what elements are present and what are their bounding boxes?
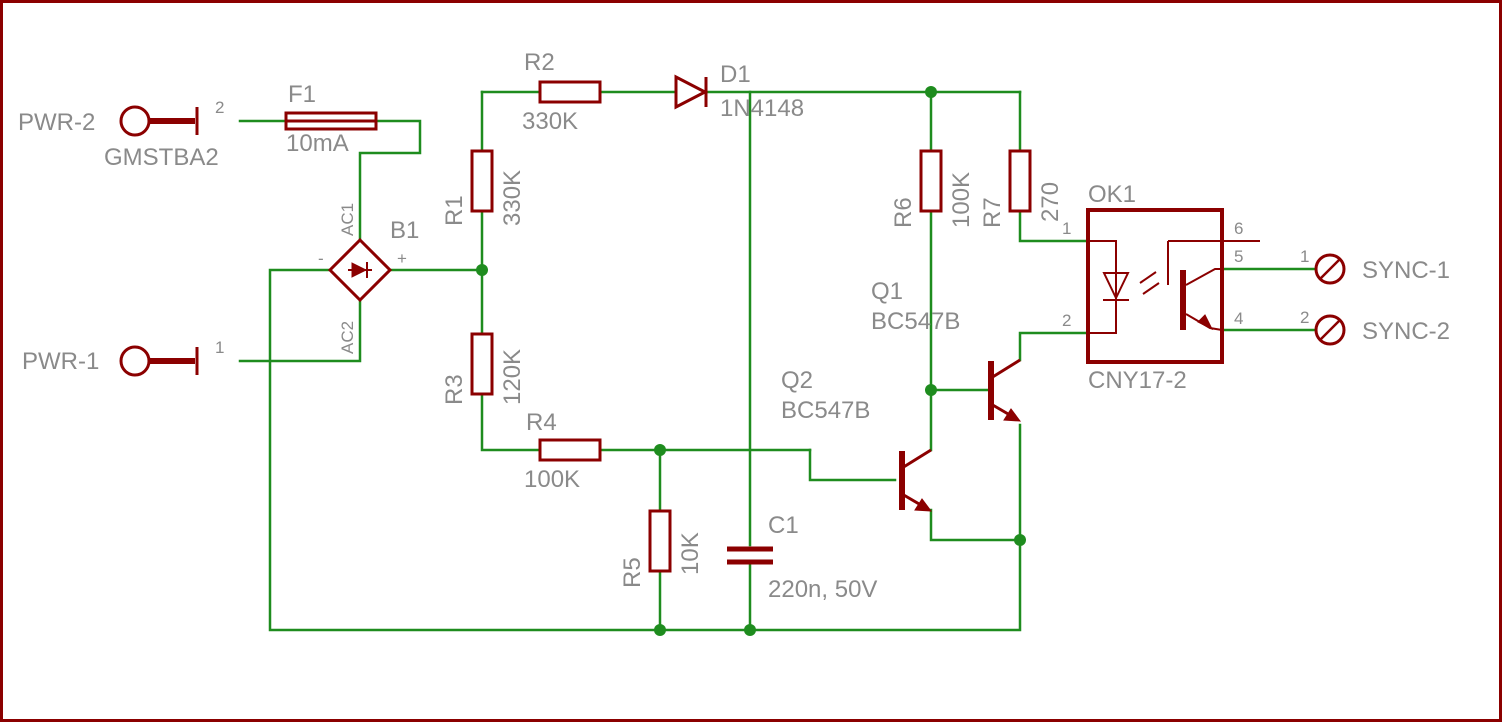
opto-pin-2: 2 xyxy=(1062,311,1071,330)
resistor-r1 xyxy=(470,149,494,213)
q2-name: Q2 xyxy=(781,367,813,394)
pwr2-connector xyxy=(119,105,199,137)
resistor-r3 xyxy=(470,332,494,396)
fuse-f1 xyxy=(284,111,378,131)
opto-pin-6: 6 xyxy=(1234,219,1243,238)
opto-pin-4: 4 xyxy=(1234,309,1243,328)
optocoupler-ok1 xyxy=(1086,208,1260,364)
bridge-ac2: AC2 xyxy=(338,321,357,354)
fuse-name: F1 xyxy=(288,81,316,108)
diode-name: D1 xyxy=(720,61,751,88)
pwr-part-label: GMSTBA2 xyxy=(104,144,219,171)
sync2-label: SYNC-2 xyxy=(1362,318,1450,345)
r1-value: 330K xyxy=(499,170,526,226)
sync1-pin: 1 xyxy=(1300,247,1309,266)
bridge-minus: - xyxy=(318,249,324,268)
bridge-name: B1 xyxy=(390,217,419,244)
pwr1-label: PWR-1 xyxy=(22,348,99,375)
capacitor-c1 xyxy=(727,546,773,565)
opto-value: CNY17-2 xyxy=(1088,367,1187,394)
opto-pin-5: 5 xyxy=(1234,247,1243,266)
diode-value: 1N4148 xyxy=(720,95,804,122)
resistor-r5 xyxy=(648,509,672,573)
junction-dots xyxy=(476,86,1026,636)
q1-name: Q1 xyxy=(871,278,903,305)
r2-name: R2 xyxy=(524,49,555,76)
capacitor-name: C1 xyxy=(768,512,799,539)
sync1-label: SYNC-1 xyxy=(1362,257,1450,284)
r4-value: 100K xyxy=(524,466,580,493)
bridge-ac1: AC1 xyxy=(338,203,357,236)
r6-name: R6 xyxy=(890,197,917,228)
fuse-value: 10mA xyxy=(286,130,349,157)
transistor-q1 xyxy=(988,358,1022,422)
pwr1-connector xyxy=(119,345,199,377)
sync1-terminal xyxy=(1314,253,1346,285)
r5-name: R5 xyxy=(619,557,646,588)
pwr2-label: PWR-2 xyxy=(18,109,95,136)
sync2-pin: 2 xyxy=(1300,308,1309,327)
pwr2-pin: 2 xyxy=(215,98,224,117)
r7-name: R7 xyxy=(979,197,1006,228)
sync2-terminal xyxy=(1314,314,1346,346)
capacitor-value: 220n, 50V xyxy=(768,576,877,603)
diode-d1 xyxy=(674,74,709,110)
resistor-r2 xyxy=(538,80,602,104)
opto-name: OK1 xyxy=(1088,181,1136,208)
r6-value: 100K xyxy=(948,172,975,228)
r3-name: R3 xyxy=(441,374,468,405)
q1-value: BC547B xyxy=(871,308,960,335)
resistor-r4 xyxy=(538,438,602,462)
resistor-r7 xyxy=(1008,149,1032,213)
r2-value: 330K xyxy=(522,108,578,135)
resistor-r6 xyxy=(919,149,943,213)
opto-pin-1: 1 xyxy=(1062,219,1071,238)
r5-value: 10K xyxy=(677,532,704,575)
r7-value: 270 xyxy=(1037,182,1064,222)
q2-value: BC547B xyxy=(781,397,870,424)
bridge-plus: + xyxy=(397,249,407,268)
r3-value: 120K xyxy=(499,349,526,405)
r4-name: R4 xyxy=(526,409,557,436)
bridge-rectifier-b1 xyxy=(327,237,393,303)
wires xyxy=(238,90,1317,632)
r1-name: R1 xyxy=(441,195,468,226)
transistor-q2 xyxy=(899,448,933,512)
pwr1-pin: 1 xyxy=(215,338,224,357)
